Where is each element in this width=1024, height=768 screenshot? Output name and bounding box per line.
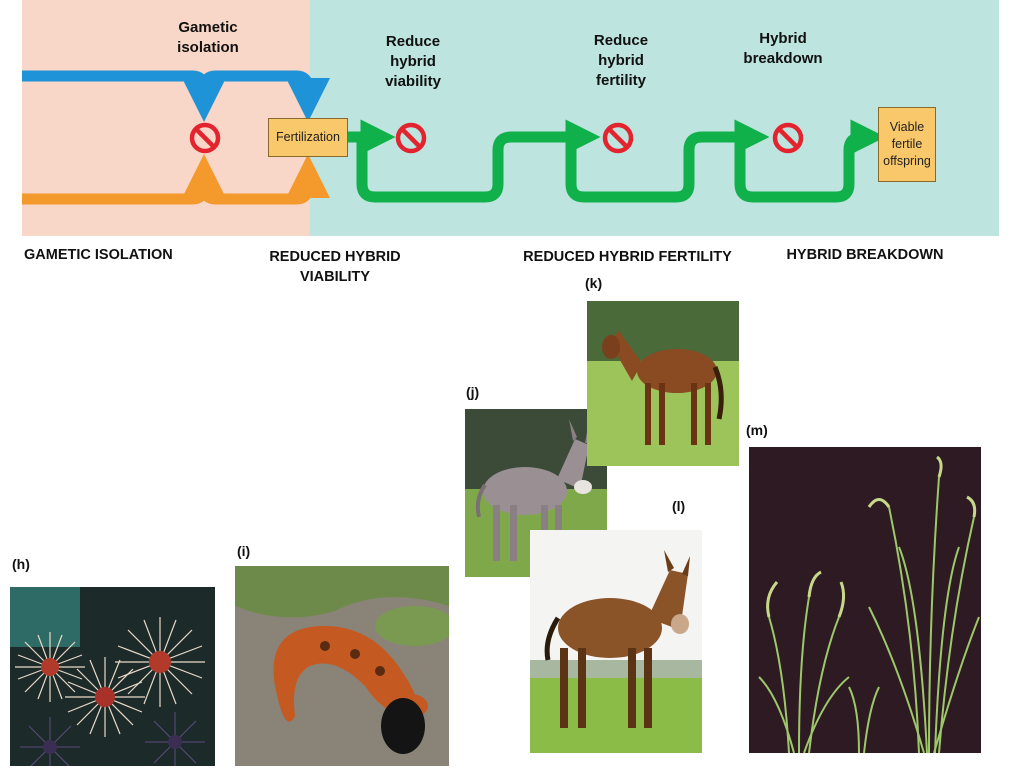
caption-gametic-isolation: GAMETIC ISOLATION	[24, 247, 173, 263]
panel-letter-j: (j)	[466, 384, 480, 400]
block-icon	[189, 122, 221, 154]
panel-letter-k: (k)	[585, 275, 603, 291]
barrier-label-gametic: Gametic isolation	[177, 19, 239, 56]
rice-plants-photo	[749, 447, 981, 753]
barrier-label-viability: Reduce hybrid viability	[385, 33, 441, 90]
panel-letter-m: (m)	[746, 422, 768, 438]
panel-letter-l: (l)	[672, 498, 686, 514]
fertilization-box: Fertilization	[268, 118, 348, 157]
hybrid-path-2	[565, 119, 770, 203]
caption-reduced-hybrid-fertility: REDUCED HYBRID FERTILITY	[523, 249, 732, 265]
species-a-path	[22, 70, 226, 122]
block-icon	[772, 122, 804, 154]
block-icon	[602, 122, 634, 154]
hybrid-path-main	[356, 119, 601, 203]
caption-hybrid-breakdown: HYBRID BREAKDOWN	[786, 247, 944, 263]
mule-photo	[530, 530, 702, 753]
barrier-label-fertility: Reduce hybrid fertility	[593, 32, 649, 89]
sea-urchins-photo	[10, 587, 215, 766]
salamander-photo	[235, 566, 449, 766]
barrier-label-breakdown: Hybrid breakdown	[743, 30, 823, 67]
species-a-branch	[198, 70, 330, 122]
species-b-branch	[198, 154, 330, 205]
species-b-path	[22, 154, 226, 205]
caption-reduced-hybrid-viability: REDUCED HYBRID VIABILITY	[269, 249, 401, 285]
block-icon	[395, 122, 427, 154]
outcome-box: Viable fertile offspring	[878, 107, 936, 182]
hybrid-path-3	[734, 119, 886, 203]
panel-letter-i: (i)	[237, 543, 251, 559]
horse-photo	[587, 301, 739, 466]
panel-letter-h: (h)	[12, 556, 30, 572]
flow-diagram	[22, 70, 886, 205]
